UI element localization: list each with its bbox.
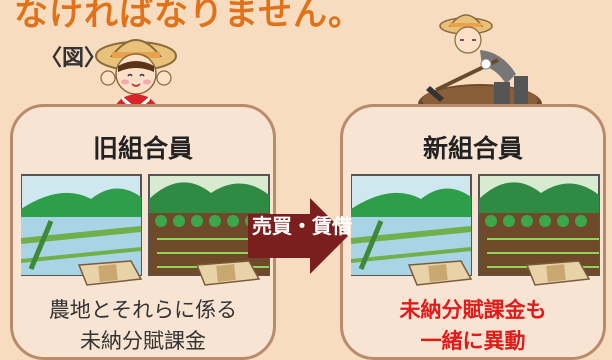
new-member-caption-line1: 未納分賦課金も: [399, 298, 547, 322]
header-text: なければなりません。: [14, 0, 363, 34]
figure-label: 〈図〉: [40, 46, 107, 71]
vegetable-field-icon: [478, 174, 600, 276]
new-member-caption: 未納分賦課金も 一緒に異動: [343, 295, 603, 357]
farmer-woman-icon: [95, 39, 177, 118]
money-bundle-icon: [525, 260, 591, 286]
transfer-arrow-label: 売買・賃借: [252, 214, 352, 238]
new-member-panel: 新組合員: [340, 104, 606, 360]
money-bundle-icon: [77, 260, 143, 286]
new-member-title: 新組合員: [422, 134, 523, 163]
transfer-arrow: [248, 198, 348, 274]
old-member-assets-illustration: [21, 174, 270, 286]
money-bundle-icon: [195, 260, 261, 286]
old-member-caption-line2: 未納分賦課金: [80, 329, 206, 353]
new-member-caption-line2: 一緒に異動: [420, 329, 526, 353]
rice-paddy-icon: [21, 174, 142, 276]
new-member-assets-illustration: [351, 174, 600, 286]
vegetable-field-icon: [148, 174, 270, 276]
old-member-caption: 農地とそれらに係る 未納分賦課金: [13, 295, 273, 357]
money-bundle-icon: [407, 260, 473, 286]
old-member-panel: 旧組合員: [10, 104, 276, 360]
old-member-title: 旧組合員: [92, 134, 193, 163]
old-member-caption-line1: 農地とそれらに係る: [48, 298, 238, 322]
rice-paddy-icon: [351, 174, 472, 276]
